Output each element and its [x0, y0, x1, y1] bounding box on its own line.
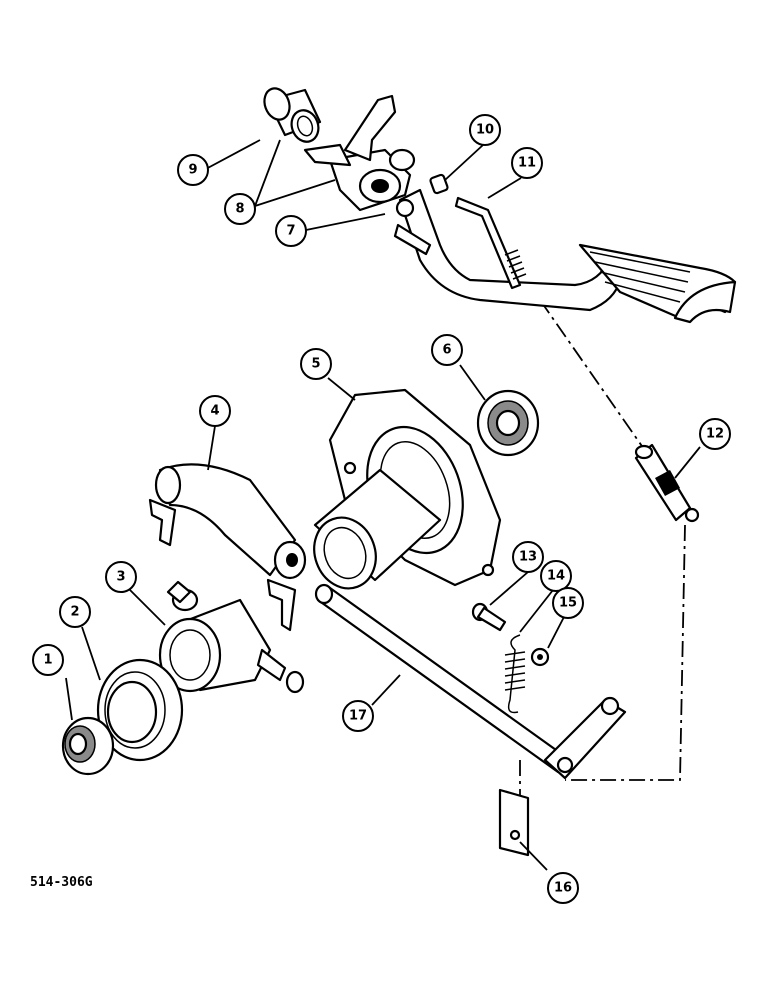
- clevis-part: [634, 443, 700, 523]
- svg-text:9: 9: [188, 163, 197, 178]
- callout-7: 7: [275, 215, 307, 247]
- svg-text:8: 8: [235, 202, 244, 217]
- callout-8: 8: [224, 193, 256, 225]
- svg-text:5: 5: [311, 357, 320, 372]
- leader-lines: [65, 139, 701, 871]
- release-bearing-part: [61, 716, 115, 776]
- washer-part: [530, 647, 550, 667]
- plate-part: [498, 788, 530, 857]
- svg-text:3: 3: [116, 570, 125, 585]
- cross-shaft-part: [314, 583, 627, 780]
- callout-3: 3: [105, 561, 137, 593]
- svg-text:16: 16: [554, 881, 572, 896]
- svg-text:2: 2: [70, 605, 79, 620]
- figure-code: 514-306G: [30, 875, 93, 890]
- callout-16: 16: [547, 872, 579, 904]
- bearing-carrier-part: [158, 580, 305, 694]
- callout-5: 5: [300, 348, 332, 380]
- svg-text:1: 1: [43, 653, 52, 668]
- seal-part: [476, 389, 540, 457]
- svg-text:12: 12: [706, 427, 724, 442]
- callout-17: 17: [342, 700, 374, 732]
- callout-1: 1: [32, 644, 64, 676]
- callout-11: 11: [511, 147, 543, 179]
- release-ring-part: [96, 658, 184, 762]
- nut-part: [429, 173, 449, 195]
- svg-text:17: 17: [349, 709, 367, 724]
- release-fork-part: [148, 463, 307, 632]
- callout-9: 9: [177, 154, 209, 186]
- svg-text:7: 7: [286, 224, 295, 239]
- callout-15: 15: [552, 587, 584, 619]
- svg-text:15: 15: [559, 596, 577, 611]
- threaded-rod-part: [454, 196, 527, 290]
- clutch-pedal-part: [303, 94, 737, 324]
- callout-13: 13: [512, 541, 544, 573]
- pin-part: [471, 602, 507, 632]
- callout-6: 6: [431, 334, 463, 366]
- callout-4: 4: [199, 395, 231, 427]
- bearing-retainer-part: [313, 388, 502, 590]
- svg-text:14: 14: [547, 569, 565, 584]
- svg-text:4: 4: [210, 404, 219, 419]
- svg-text:6: 6: [442, 343, 451, 358]
- svg-text:11: 11: [518, 156, 536, 171]
- callout-10: 10: [469, 114, 501, 146]
- svg-text:13: 13: [519, 550, 537, 565]
- linkage-centerline-lower: [565, 524, 686, 781]
- svg-text:10: 10: [476, 123, 494, 138]
- callout-12: 12: [699, 418, 731, 450]
- return-spring-part: [504, 634, 526, 714]
- bushing-part: [263, 87, 322, 143]
- callout-14: 14: [540, 560, 572, 592]
- callout-2: 2: [59, 596, 91, 628]
